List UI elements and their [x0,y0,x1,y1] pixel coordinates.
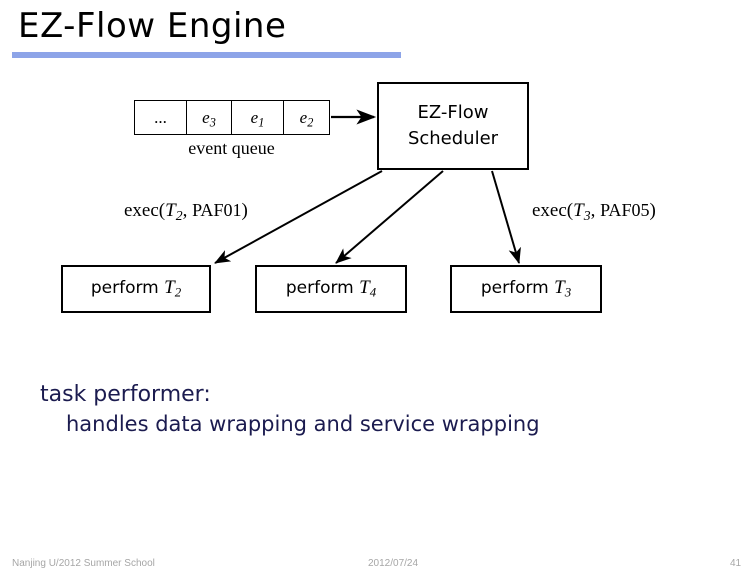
exec-label-t3-paf05: exec(T3, PAF05) [532,200,656,223]
perform-task-label-t3: perform T3 [480,277,572,300]
body-text-block: task performer: handles data wrapping an… [40,380,540,438]
queue-cell-e1-label: e1 [250,108,265,130]
body-text-line-1: task performer: [40,382,211,407]
queue-cell-e3-label: e3 [202,108,216,130]
perform-task-box-t4: perform T4 [255,265,407,313]
perform-task-box-t2: perform T2 [61,265,211,313]
perform-task-label-t2: perform T2 [90,277,182,300]
queue-cell-ellipsis-label: ... [154,108,167,127]
slide-footer: Nanjing U/2012 Summer School 2012/07/24 … [0,556,756,576]
perform-task-label-t4: perform T4 [285,277,377,300]
footer-source-label: Nanjing U/2012 Summer School [12,558,155,569]
event-queue: ... e3 e1 e2 [134,100,330,135]
perform-task-box-t3: perform T3 [450,265,602,313]
footer-date-label: 2012/07/24 [368,558,419,569]
exec-label-t2-paf01: exec(T2, PAF01) [124,200,248,223]
arrow-scheduler-to-perform-t3 [491,170,521,264]
queue-cell-ellipsis: ... [135,101,187,134]
ez-flow-scheduler-box: EZ-Flow Scheduler [377,82,529,170]
body-text-line-2: handles data wrapping and service wrappi… [66,411,540,436]
scheduler-line-1: EZ-Flow [417,101,489,123]
scheduler-line-2: Scheduler [407,128,499,149]
queue-cell-e2-label: e2 [299,108,314,130]
footer-page-number: 41 [730,558,742,569]
title-underline-rule [12,52,401,58]
page-title: EZ-Flow Engine [18,6,287,46]
queue-cell-e1: e1 [232,101,284,134]
queue-cell-e2: e2 [284,101,330,134]
arrow-scheduler-to-perform-t4 [335,170,444,264]
queue-cell-e3: e3 [187,101,232,134]
event-queue-label: event queue [188,138,275,158]
